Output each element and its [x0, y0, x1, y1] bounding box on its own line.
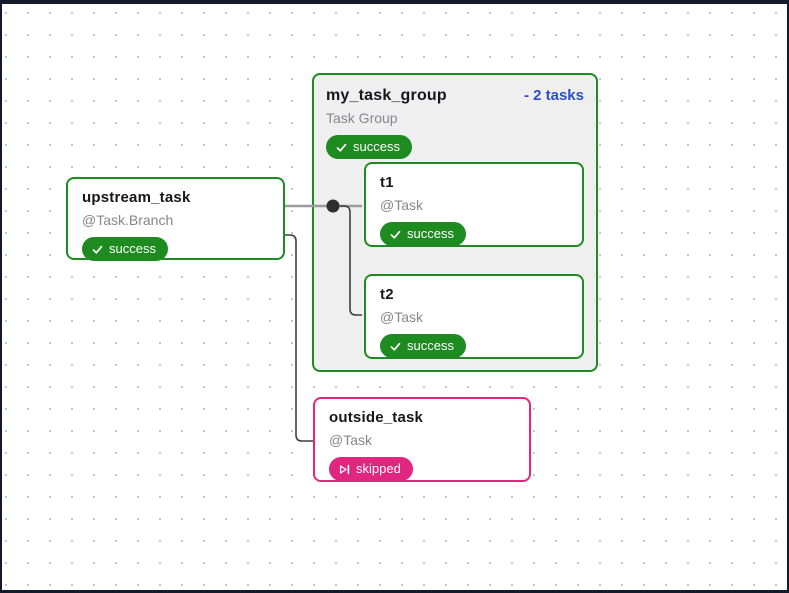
- status-badge-success: success: [326, 135, 412, 159]
- status-badge-success: success: [82, 237, 168, 261]
- task-node-upstream-task[interactable]: upstream_task @Task.Branch success: [66, 177, 285, 261]
- task-group-header: my_task_group - 2 tasks Task Group succe…: [314, 75, 596, 159]
- task-group-type-label: Task Group: [326, 110, 398, 126]
- task-node-t2[interactable]: t2 @Task success: [364, 274, 584, 359]
- status-label: success: [353, 139, 400, 154]
- task-type-label: @Task: [380, 197, 423, 213]
- task-node-t1[interactable]: t1 @Task success: [364, 162, 584, 247]
- check-icon: [390, 341, 401, 352]
- status-label: success: [407, 226, 454, 241]
- task-title: t2: [380, 286, 394, 303]
- status-badge-success: success: [380, 334, 466, 358]
- task-type-label: @Task.Branch: [82, 212, 174, 228]
- status-badge-skipped: skipped: [329, 457, 413, 481]
- task-title: t1: [380, 174, 394, 191]
- status-badge-success: success: [380, 222, 466, 246]
- collapse-group-button[interactable]: - 2 tasks: [523, 87, 584, 104]
- check-icon: [92, 244, 103, 255]
- check-icon: [390, 229, 401, 240]
- status-label: success: [407, 338, 454, 353]
- task-type-label: @Task: [329, 432, 372, 448]
- check-icon: [336, 142, 347, 153]
- skip-end-icon: [339, 464, 350, 475]
- task-node-outside-task[interactable]: outside_task @Task skipped: [313, 397, 531, 482]
- task-title: upstream_task: [82, 189, 191, 206]
- status-label: skipped: [356, 461, 401, 476]
- status-label: success: [109, 241, 156, 256]
- task-group-title: my_task_group: [326, 87, 447, 104]
- edge-upstream-to-outside-task: [285, 234, 313, 442]
- task-group-my-task-group[interactable]: my_task_group - 2 tasks Task Group succe…: [312, 73, 598, 372]
- task-type-label: @Task: [380, 309, 423, 325]
- task-title: outside_task: [329, 409, 424, 426]
